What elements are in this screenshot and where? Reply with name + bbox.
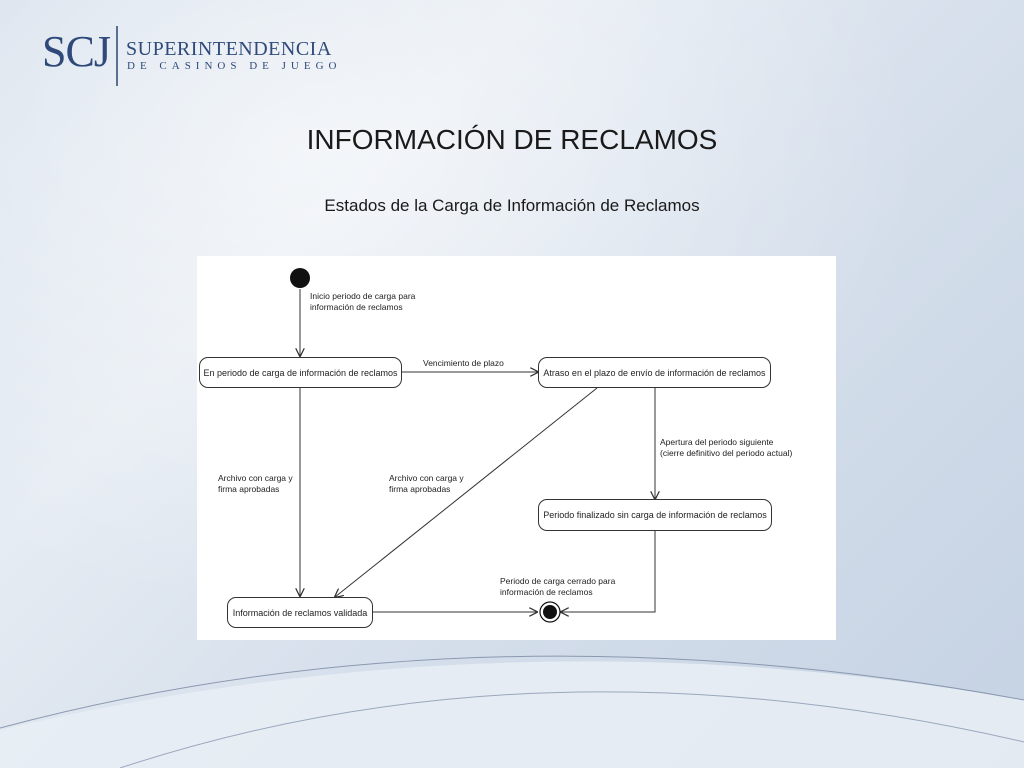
page-title: INFORMACIÓN DE RECLAMOS <box>306 124 718 155</box>
page-subtitle: Estados de la Carga de Información de Re… <box>324 196 700 215</box>
state-finalizado: Periodo finalizado sin carga de informac… <box>538 499 772 531</box>
final-state-node <box>543 605 557 619</box>
logo-mark: SCJ <box>42 27 111 76</box>
edge-archivo-der <box>335 387 598 597</box>
logo-divider <box>116 26 118 86</box>
label-cerrado: Periodo de carga cerrado para informació… <box>500 576 615 598</box>
label-inicio-line1: Inicio periodo de carga para <box>310 291 416 301</box>
label-inicio: Inicio periodo de carga para información… <box>310 291 415 313</box>
logo-line2: DE CASINOS DE JUEGO <box>127 60 342 72</box>
state-en-periodo: En periodo de carga de información de re… <box>199 357 402 388</box>
label-archivo-izq-line1: Archivo con carga y <box>218 473 293 483</box>
label-cerrado-line2: información de reclamos <box>500 587 593 597</box>
label-cerrado-line1: Periodo de carga cerrado para <box>500 576 616 586</box>
label-archivo-izq: Archivo con carga y firma aprobadas <box>218 473 293 495</box>
diagram-lines <box>290 268 836 623</box>
label-archivo-der-line1: Archivo con carga y <box>389 473 464 483</box>
state-validada: Información de reclamos validada <box>227 597 373 628</box>
label-apertura: Apertura del periodo siguiente (cierre d… <box>660 437 792 459</box>
state-atraso: Atraso en el plazo de envío de informaci… <box>538 357 771 388</box>
label-archivo-der-line2: firma aprobadas <box>389 484 451 494</box>
initial-state-node <box>290 268 310 288</box>
label-apertura-line1: Apertura del periodo siguiente <box>660 437 774 447</box>
edge-cerrado <box>561 531 656 612</box>
label-vencimiento: Vencimiento de plazo <box>423 358 504 368</box>
logo-line1: SUPERINTENDENCIA <box>126 38 332 60</box>
label-archivo-der: Archivo con carga y firma aprobadas <box>389 473 464 495</box>
state-diagram: En periodo de carga de información de re… <box>197 256 836 640</box>
label-inicio-line2: información de reclamos <box>310 302 403 312</box>
label-apertura-line2: (cierre definitivo del periodo actual) <box>660 448 793 458</box>
label-archivo-izq-line2: firma aprobadas <box>218 484 280 494</box>
